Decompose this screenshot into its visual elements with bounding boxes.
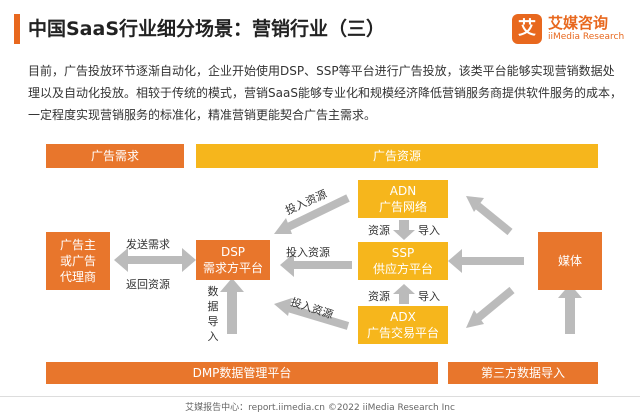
adx-title: ADX bbox=[390, 310, 416, 324]
invest-resource-label-middle: 投入资源 bbox=[286, 246, 330, 259]
page-title: 中国SaaS行业细分场景：营销行业（三） bbox=[28, 18, 386, 40]
send-demand-label: 发送需求 bbox=[126, 238, 170, 251]
dsp-box: DSP 需求方平台 bbox=[196, 240, 270, 280]
adn-title: ADN bbox=[389, 184, 417, 198]
dsp-subtitle: 需求方平台 bbox=[202, 261, 263, 275]
media-to-adn-arrow bbox=[466, 196, 513, 236]
media-to-adx-arrow bbox=[466, 286, 515, 328]
brand-logo: 艾 艾媒咨询 iiMedia Research bbox=[512, 10, 632, 50]
adn-import-label: 导入 bbox=[418, 224, 440, 237]
adx-resource-label: 资源 bbox=[368, 290, 390, 303]
footer-source: 艾媒报告中心：report.iimedia.cn ©2022 iiMedia R… bbox=[185, 403, 455, 413]
dmp-to-dsp-arrow bbox=[220, 278, 244, 334]
data-import-char-3: 导 bbox=[207, 315, 219, 328]
footer-divider bbox=[0, 396, 640, 397]
title-accent-bar bbox=[14, 14, 20, 44]
ssp-box: SSP 供应方平台 bbox=[358, 242, 448, 280]
dmp-bar: DMP数据管理平台 bbox=[46, 362, 438, 384]
adx-to-ssp-arrow bbox=[393, 284, 415, 304]
ssp-to-dsp-arrow bbox=[280, 253, 352, 277]
ssp-title: SSP bbox=[391, 246, 415, 260]
third-party-to-media-arrow bbox=[558, 284, 582, 334]
media-box: 媒体 bbox=[538, 232, 602, 290]
adn-resource-label: 资源 bbox=[368, 224, 390, 237]
adx-import-label: 导入 bbox=[418, 290, 440, 303]
intro-paragraph: 目前，广告投放环节逐渐自动化，企业开始使用DSP、SSP等平台进行广告投放，该类… bbox=[28, 64, 622, 122]
media-to-ssp-arrow bbox=[448, 249, 524, 273]
logo-mark-icon: 艾 bbox=[512, 14, 542, 44]
adx-box: ADX 广告交易平台 bbox=[358, 306, 448, 344]
data-import-char-2: 据 bbox=[207, 300, 219, 313]
logo-name-en: iiMedia Research bbox=[548, 32, 625, 42]
return-resource-label: 返回资源 bbox=[126, 278, 170, 291]
adn-box: ADN 广告网络 bbox=[358, 180, 448, 218]
data-import-label: 数 据 导 入 bbox=[206, 284, 220, 344]
adn-subtitle: 广告网络 bbox=[378, 200, 427, 214]
ad-resource-header: 广告资源 bbox=[196, 144, 598, 168]
adn-to-ssp-arrow bbox=[393, 220, 415, 240]
ssp-subtitle: 供应方平台 bbox=[372, 262, 433, 276]
advertiser-line-1: 广告主 bbox=[59, 238, 96, 252]
ad-demand-header: 广告需求 bbox=[46, 144, 184, 168]
adx-to-dsp-arrow bbox=[274, 298, 350, 330]
media-label: 媒体 bbox=[557, 254, 582, 268]
adn-to-dsp-arrow bbox=[274, 194, 350, 234]
advertiser-box: 广告主 或广告 代理商 bbox=[46, 232, 110, 290]
advertiser-line-3: 代理商 bbox=[59, 270, 96, 284]
logo-name-cn: 艾媒咨询 bbox=[548, 14, 609, 32]
third-party-data-bar: 第三方数据导入 bbox=[448, 362, 598, 384]
data-import-char-4: 入 bbox=[207, 330, 219, 343]
dsp-title: DSP bbox=[220, 245, 246, 259]
data-import-char-1: 数 bbox=[207, 285, 219, 298]
adx-subtitle: 广告交易平台 bbox=[366, 326, 439, 340]
advertiser-line-2: 或广告 bbox=[59, 254, 96, 268]
advertiser-dsp-double-arrow bbox=[114, 248, 196, 272]
